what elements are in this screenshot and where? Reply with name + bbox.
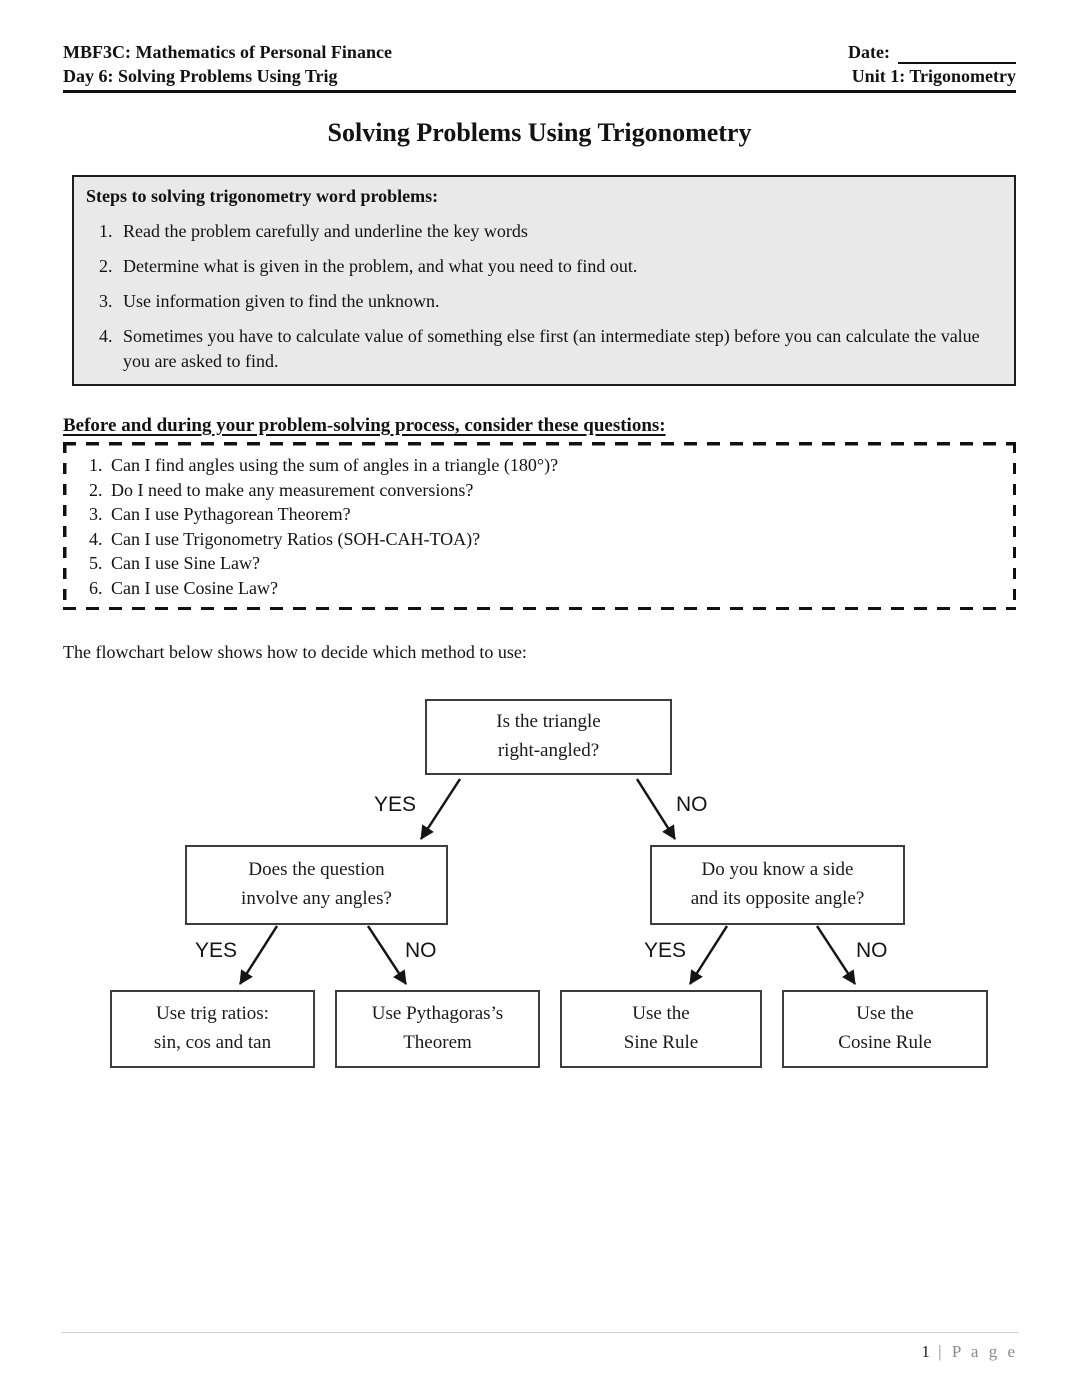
node-use-sine-rule: Use the Sine Rule [560,990,762,1068]
branch-label-no: NO [676,793,708,816]
page-title: Solving Problems Using Trigonometry [327,118,752,147]
steps-item: Read the problem carefully and underline… [117,219,1000,244]
flowchart-intro: The flowchart below shows how to decide … [63,642,527,662]
steps-item: Use information given to find the unknow… [117,289,1000,314]
arrow-side-yes [688,925,729,985]
date-field: Date: [848,40,1016,64]
page-header: MBF3C: Mathematics of Personal Finance D… [63,0,1016,93]
arrow-root-yes [419,778,462,840]
node-right-angled: Is the triangle right-angled? [425,699,672,775]
question-item: Can I use Sine Law? [107,551,1002,576]
course-title: MBF3C: Mathematics of Personal Finance [63,42,392,62]
page-number-label: | P a g e [938,1342,1018,1361]
arrow-angles-no [366,925,408,985]
node-use-pythagoras: Use Pythagoras’s Theorem [335,990,540,1068]
steps-heading: Steps to solving trigonometry word probl… [86,186,439,206]
node-involve-angles: Does the question involve any angles? [185,845,448,925]
page-footer: 1 | P a g e [62,1332,1018,1362]
steps-box: Steps to solving trigonometry word probl… [72,175,1016,386]
branch-label-yes: YES [195,939,238,962]
arrow-root-no [635,778,677,840]
arrow-side-no [815,925,857,985]
questions-list: Can I find angles using the sum of angle… [71,453,1002,600]
node-side-opposite-angle: Do you know a side and its opposite angl… [650,845,905,925]
lesson-title: Day 6: Solving Problems Using Trig [63,66,338,86]
date-blank-line [898,44,1016,64]
branch-label-yes: YES [644,939,687,962]
question-item: Can I use Cosine Law? [107,576,1002,601]
branch-label-no: NO [405,939,437,962]
date-label: Date: [848,42,890,62]
unit-label: Unit 1: Trigonometry [851,66,1016,86]
arrow-angles-yes [238,925,279,985]
question-item: Can I use Pythagorean Theorem? [107,502,1002,527]
questions-box: Can I find angles using the sum of angle… [63,442,1016,610]
flowchart-arrows [238,778,857,985]
node-use-trig-ratios: Use trig ratios: sin, cos and tan [110,990,315,1068]
question-item: Can I find angles using the sum of angle… [107,453,1002,478]
question-item: Can I use Trigonometry Ratios (SOH-CAH-T… [107,527,1002,552]
branch-label-no: NO [856,939,888,962]
question-item: Do I need to make any measurement conver… [107,478,1002,503]
flowchart: Is the triangle right-angled? Does the q… [0,682,1080,1082]
steps-list: Read the problem carefully and underline… [86,219,1000,374]
questions-heading: Before and during your problem-solving p… [63,415,666,436]
steps-item: Sometimes you have to calculate value of… [117,324,1000,374]
page-number: 1 [921,1342,932,1361]
node-use-cosine-rule: Use the Cosine Rule [782,990,988,1068]
steps-item: Determine what is given in the problem, … [117,254,1000,279]
branch-label-yes: YES [374,793,417,816]
